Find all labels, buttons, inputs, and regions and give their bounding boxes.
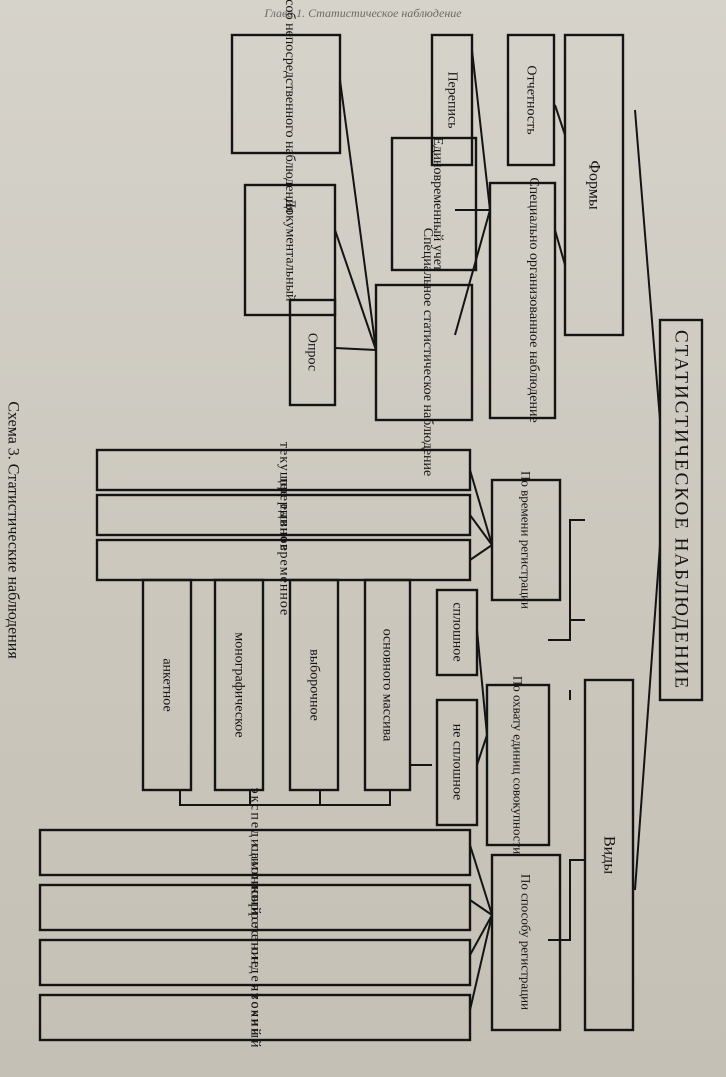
special-org-label: Специально организованное наблюдение [526,177,541,422]
boxes [38,33,704,1042]
survey-label: Опрос [305,333,320,371]
time-item-2: единовременное [277,504,292,616]
method-item-1: самоисчисление [248,844,263,969]
coverage-item-3: выборочное [307,649,322,721]
by-coverage-label: По охвату единиц совокупности [511,676,526,854]
time-item-0: текущее [277,442,292,498]
method-item-0: экспедиционный [248,788,263,917]
coverage-item-1: не сплошное [450,724,465,801]
special-stat-label: Специальное статистическое наблюдение [420,228,435,476]
coverage-item-0: сплошное [450,602,465,661]
method-item-2: корреспондентский [248,887,263,1038]
by-time-label: По времени регистрации [519,471,534,609]
direct-text: Способ непосредственного наблюдения [282,0,297,213]
root-label: СТАТИСТИЧЕСКОЕ НАБЛЮДЕНИЕ [671,330,692,690]
reporting-label: Отчетность [524,65,539,134]
time-item-1: прерывное [277,478,292,552]
page-header: Глава 1. Статистическое наблюдение [264,6,462,20]
one-time-text: Единовременный учет [430,137,445,271]
forms-label: Формы [586,160,603,210]
coverage-item-5: анкетное [160,658,175,711]
coverage-item-4: монографическое [232,632,247,737]
special-stat-text: Специальное статистическое наблюдение [420,228,435,476]
types-label: Виды [601,836,618,874]
connector-lines [179,49,661,1011]
labels: СТАТИСТИЧЕСКОЕ НАБЛЮДЕНИЕ Формы Виды Отч… [5,0,692,1050]
documentary-label: Документальный [283,199,298,302]
one-time-label: Единовременный учет [430,137,445,271]
diagram-caption: Схема 3. Статистические наблюдения [5,401,22,659]
special-org-text: Специально организованное наблюдение [526,177,541,422]
by-method-label: По способу регистрации [519,874,534,1010]
method-item-3: явочный [248,984,263,1049]
census-label: Перепись [445,71,460,128]
coverage-item-2: основного массива [380,629,395,742]
direct-label: Способ непосредственного наблюдения [282,0,297,213]
